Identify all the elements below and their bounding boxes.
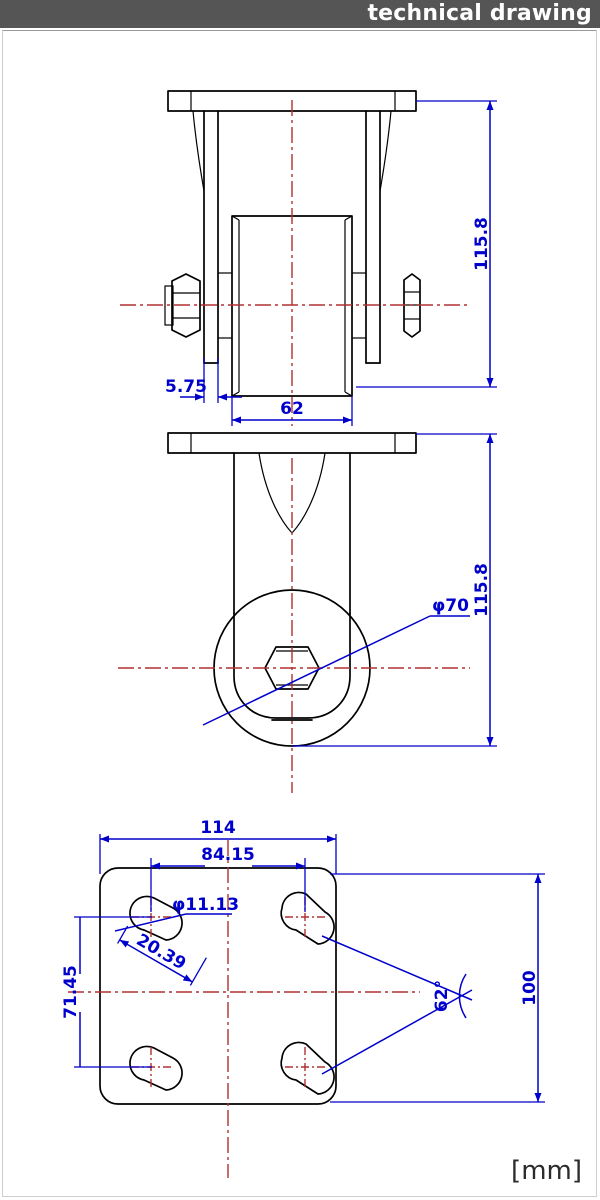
dim-label-62-deg: 62° [432, 980, 452, 1012]
view-side-elevation: φ70 115.8 [118, 432, 497, 793]
dim-side-height-115-8: 115.8 [292, 433, 497, 747]
slot-hole-bottom-right [280, 1041, 335, 1095]
slot-hole-top-left [129, 895, 183, 941]
dim-label-100: 100 [520, 970, 540, 1006]
slot-hole-top-right [280, 891, 335, 945]
view-front-elevation: 115.8 62 5.75 [120, 90, 497, 426]
dim-front-width-62: 62 [231, 396, 353, 426]
title-bar: technical drawing [0, 0, 600, 28]
dim-front-height-115-8: 115.8 [356, 100, 497, 388]
dim-slot-angle-62: 62° [321, 935, 473, 1075]
dim-wheel-diameter-70: φ70 [202, 596, 470, 726]
dim-label-5-75: 5.75 [165, 377, 207, 397]
drawing-canvas: .ol{fill:none;stroke:#000000;stroke-widt… [0, 28, 600, 1200]
units-label: [mm] [511, 1156, 582, 1186]
dim-label-71-45: 71.45 [61, 965, 81, 1019]
dim-label-115-8-side: 115.8 [472, 563, 492, 617]
dim-label-115-8-front: 115.8 [472, 217, 492, 271]
view-plan-mounting-plate: 114 84.15 71.45 [61, 818, 545, 1178]
dim-label-dia-70: φ70 [432, 596, 469, 616]
mounting-plate-side [167, 432, 417, 454]
dim-label-84-15: 84.15 [201, 845, 255, 865]
drawing-title: technical drawing [367, 1, 592, 26]
dim-front-offset-5-75: 5.75 [165, 358, 242, 403]
dim-plate-depth-100: 100 [330, 873, 545, 1103]
axle-nut-left [164, 273, 201, 338]
dim-plate-width-114: 114 [99, 818, 337, 874]
fork-legs [192, 110, 392, 364]
slot-centerlines [131, 897, 325, 1087]
dim-slot-diameter-11-13: φ11.13 [114, 895, 239, 932]
dim-label-dia-11-13: φ11.13 [172, 895, 239, 915]
hub-shoulders [218, 272, 366, 339]
plate-outline [99, 867, 337, 1105]
slot-hole-bottom-left [129, 1045, 183, 1091]
dim-bolt-pitch-71-45: 71.45 [61, 916, 152, 1068]
drawing-frame [2, 30, 597, 1197]
dim-label-62: 62 [280, 399, 304, 419]
dim-bolt-pitch-84-15: 84.15 [150, 845, 306, 912]
fork-side-walls [233, 452, 351, 614]
dim-slot-length-20-39: 20.39 [117, 925, 207, 986]
dim-label-114: 114 [200, 818, 236, 838]
fork-u-profile [233, 612, 351, 719]
